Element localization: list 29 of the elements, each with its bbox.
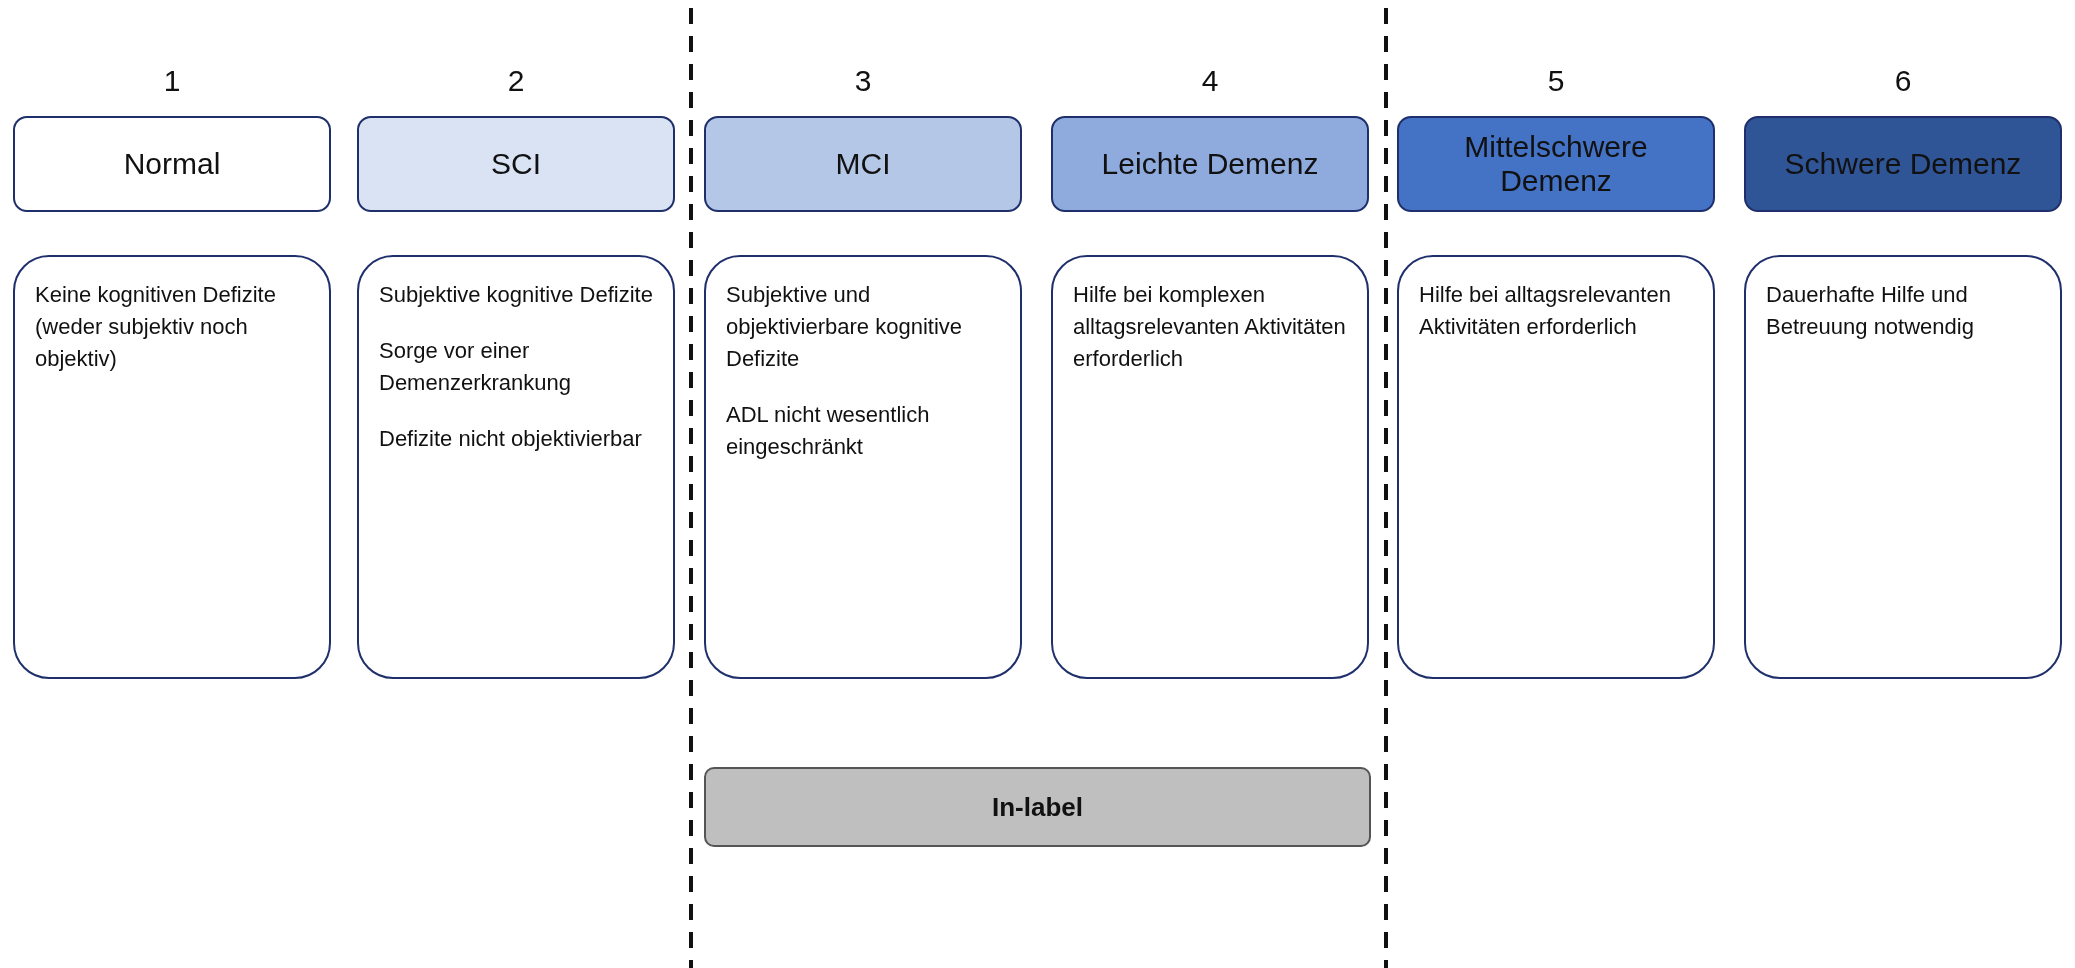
description-text: Subjektive kognitive Defizite — [379, 281, 653, 309]
stage-title-box: Leichte Demenz — [1051, 116, 1369, 212]
description-card — [1051, 255, 1369, 679]
stage-number: 5 — [1546, 64, 1566, 98]
description-card — [1397, 255, 1715, 679]
description-text: Keine kognitiven Defizite (weder subjektiv noch objektiv) — [35, 281, 277, 373]
stage-number: 4 — [1200, 64, 1220, 98]
description-card — [13, 255, 331, 679]
description-text: Hilfe bei komplexen alltagsrelevanten Aktivitäten erforderlich — [1073, 281, 1347, 373]
stage-number: 1 — [162, 64, 182, 98]
description-text: Dauerhafte Hilfe und Betreuung notwendig — [1766, 281, 1975, 341]
range-label: In-label — [992, 791, 1083, 823]
description-card — [357, 255, 675, 679]
description-text: Subjektive und objektivierbare kognitive Defizite — [726, 281, 964, 373]
description-text: ADL nicht wesentlich eingeschränkt — [726, 400, 931, 461]
stage-title-box: Mittelschwere Demenz — [1397, 116, 1715, 212]
description-text: Defizite nicht objektivierbar — [379, 424, 642, 453]
stage-title-box: Normal — [13, 116, 331, 212]
range-bar — [704, 767, 1371, 847]
description-text: Hilfe bei alltagsrelevanten Aktivitäten erforderlich — [1419, 281, 1672, 341]
description-text: Sorge vor einer Demenzerkrankung — [379, 336, 572, 397]
stage-number: 3 — [853, 64, 873, 98]
stage-title-box: Schwere Demenz — [1744, 116, 2062, 212]
description-card — [704, 255, 1022, 679]
description-card — [1744, 255, 2062, 679]
stage-number: 6 — [1893, 64, 1913, 98]
stage-title-box: MCI — [704, 116, 1022, 212]
stage-number: 2 — [506, 64, 526, 98]
stage-title-box: SCI — [357, 116, 675, 212]
